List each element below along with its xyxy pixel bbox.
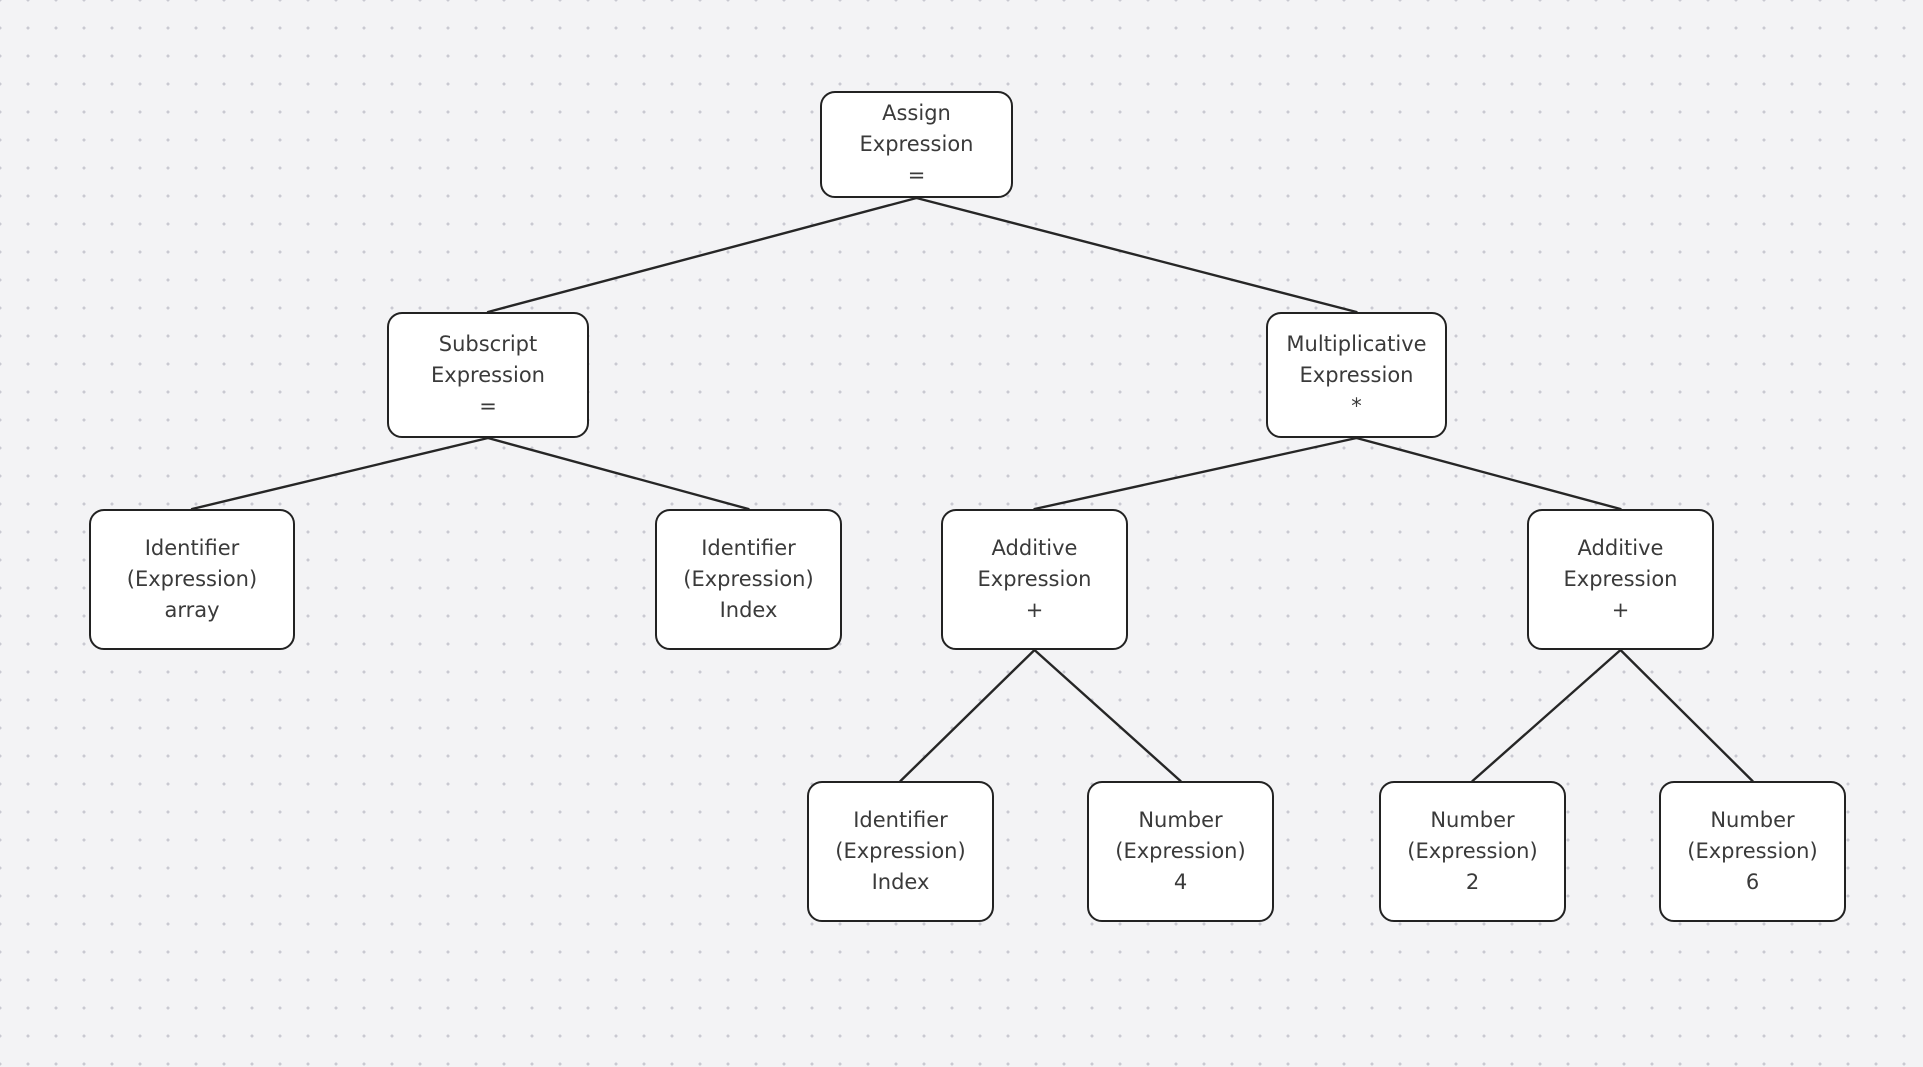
- edge-additive-2-to-number-6: [1619, 648, 1754, 783]
- node-line: Number: [1430, 808, 1515, 832]
- edge-additive-2-to-number-2: [1471, 648, 1622, 783]
- edge-additive-1-to-identifier-index-2: [899, 648, 1036, 783]
- node-line: *: [1351, 393, 1362, 418]
- node-line: Additive: [1577, 536, 1664, 560]
- node-line: Identifier: [144, 536, 240, 560]
- node-line: (Expression): [683, 567, 814, 591]
- node-assign-expression[interactable]: Assign Expression =: [820, 91, 1013, 198]
- edge-subscript-to-identifier-array: [190, 436, 490, 511]
- node-line: Expression: [977, 567, 1092, 591]
- node-line: Expression: [1563, 567, 1678, 591]
- node-line: +: [1611, 598, 1630, 622]
- node-identifier-array[interactable]: Identifier (Expression) array: [89, 509, 295, 650]
- node-line: 2: [1465, 870, 1480, 894]
- node-line: (Expression): [1687, 839, 1818, 863]
- edge-additive-1-to-number-4: [1033, 648, 1182, 783]
- node-line: Identifier: [701, 536, 796, 560]
- node-additive-expression[interactable]: Additive Expression +: [1527, 509, 1714, 650]
- node-identifier-index[interactable]: Identifier (Expression) Index: [807, 781, 994, 922]
- node-line: Identifier: [853, 808, 948, 832]
- edge-assign-to-subscript: [486, 196, 918, 314]
- node-subscript-expression[interactable]: Subscript Expression =: [387, 312, 589, 438]
- node-additive-expression[interactable]: Additive Expression +: [941, 509, 1128, 650]
- node-line: 4: [1173, 870, 1188, 894]
- edge-assign-to-multiplicative: [915, 196, 1358, 314]
- node-line: Index: [719, 598, 778, 622]
- edge-multiplicative-to-additive-2: [1355, 436, 1622, 511]
- node-line: Assign: [882, 101, 951, 125]
- node-line: Number: [1138, 808, 1223, 832]
- edge-multiplicative-to-additive-1: [1033, 436, 1358, 511]
- node-line: Number: [1710, 808, 1795, 832]
- node-line: Expression: [1299, 362, 1414, 387]
- node-line: Additive: [991, 536, 1078, 560]
- node-line: =: [479, 393, 497, 418]
- node-line: +: [1025, 598, 1044, 622]
- node-line: (Expression): [835, 839, 966, 863]
- node-identifier-index[interactable]: Identifier (Expression) Index: [655, 509, 842, 650]
- node-line: Expression: [431, 362, 545, 387]
- node-line: Expression: [859, 132, 974, 156]
- node-line: 6: [1745, 870, 1760, 894]
- node-line: (Expression): [1407, 839, 1538, 863]
- node-line: Index: [871, 870, 930, 894]
- node-line: array: [164, 598, 220, 622]
- node-number-4[interactable]: Number (Expression) 4: [1087, 781, 1274, 922]
- node-line: (Expression): [126, 567, 258, 591]
- node-line: Subscript: [438, 331, 538, 356]
- node-multiplicative-expression[interactable]: Multiplicative Expression *: [1266, 312, 1447, 438]
- node-line: Multiplicative: [1286, 331, 1427, 356]
- node-number-6[interactable]: Number (Expression) 6: [1659, 781, 1846, 922]
- node-line: =: [907, 163, 926, 187]
- node-number-2[interactable]: Number (Expression) 2: [1379, 781, 1566, 922]
- edge-subscript-to-identifier-index-1: [486, 436, 750, 511]
- node-line: (Expression): [1115, 839, 1246, 863]
